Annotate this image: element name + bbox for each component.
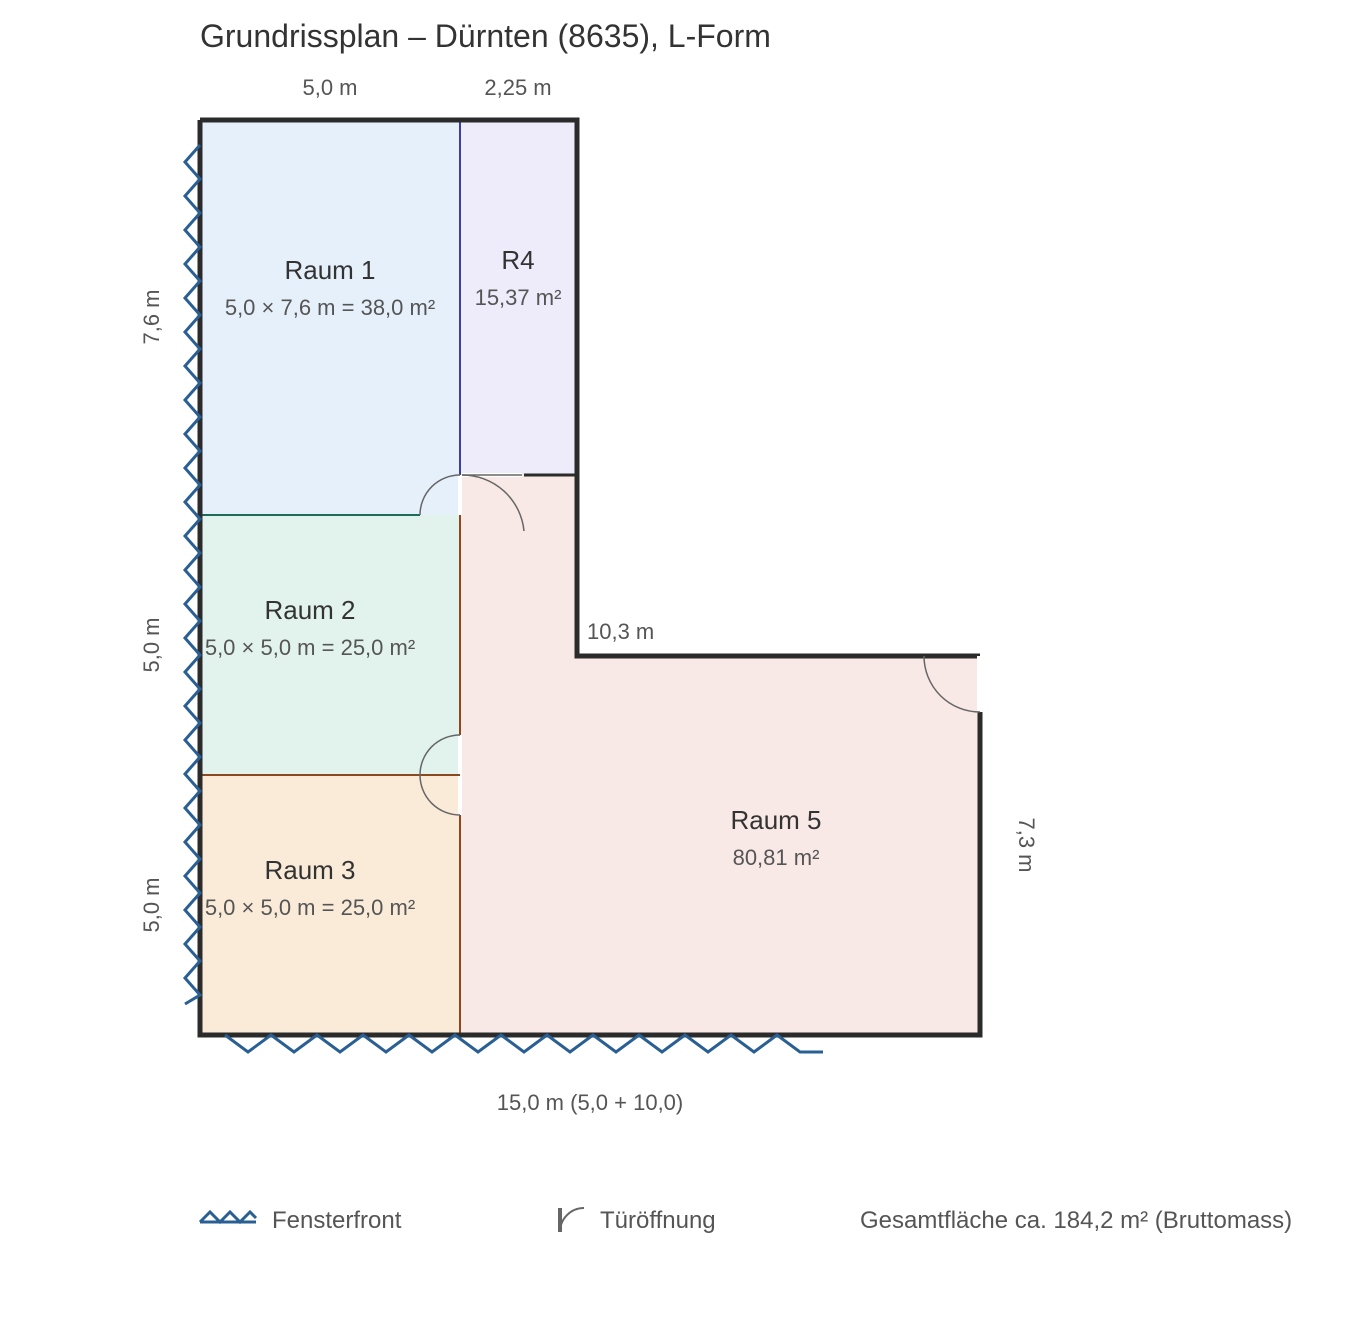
room-5-area (460, 475, 980, 1035)
dim-bottom: 15,0 m (5,0 + 10,0) (497, 1090, 684, 1115)
dim-side-r1: 7,6 m (139, 289, 164, 344)
dim-inner-step: 10,3 m (587, 619, 654, 644)
dim-right-side: 7,3 m (1014, 817, 1039, 872)
dim-side-r2: 5,0 m (139, 617, 164, 672)
legend: Fensterfront Türöffnung Gesamtfläche ca.… (198, 1207, 1292, 1234)
door-legend-icon (558, 1207, 585, 1233)
room-3-area (200, 775, 460, 1035)
door-r4-r5 (461, 473, 525, 532)
outer-wall (200, 117, 980, 659)
outer-wall-right (197, 120, 983, 1038)
plan-title: Grundrissplan – Dürnten (8635), L-Form (200, 18, 771, 54)
dim-top-right: 2,25 m (484, 75, 551, 100)
room-2-area-label: 5,0 × 5,0 m = 25,0 m² (205, 635, 415, 660)
window-left (182, 144, 203, 1006)
room-4-name: R4 (501, 245, 534, 275)
door-r5-exterior (923, 655, 983, 713)
door-r1-r5 (419, 474, 462, 516)
room-3-name: Raum 3 (264, 855, 355, 885)
room-1-name: Raum 1 (284, 255, 375, 285)
window-legend-icon (198, 1209, 258, 1225)
legend-door-label: Türöffnung (600, 1207, 716, 1234)
room-1-area (200, 120, 460, 515)
room-5-area-label: 80,81 m² (733, 845, 820, 870)
legend-window-label: Fensterfront (272, 1207, 402, 1234)
room-5-name: Raum 5 (730, 805, 821, 835)
room-2-area (200, 515, 460, 775)
dim-side-r3: 5,0 m (139, 877, 164, 932)
room-2-name: Raum 2 (264, 595, 355, 625)
legend-total-area: Gesamtfläche ca. 184,2 m² (Bruttomass) (860, 1207, 1292, 1234)
dim-top-left: 5,0 m (302, 75, 357, 100)
room-1-area-label: 5,0 × 7,6 m = 38,0 m² (225, 295, 435, 320)
room-4-area (460, 120, 577, 475)
window-bottom (224, 1033, 823, 1054)
room-3-area-label: 5,0 × 5,0 m = 25,0 m² (205, 895, 415, 920)
room-4-area-label: 15,37 m² (475, 285, 562, 310)
door-r2-r5 (419, 734, 462, 816)
